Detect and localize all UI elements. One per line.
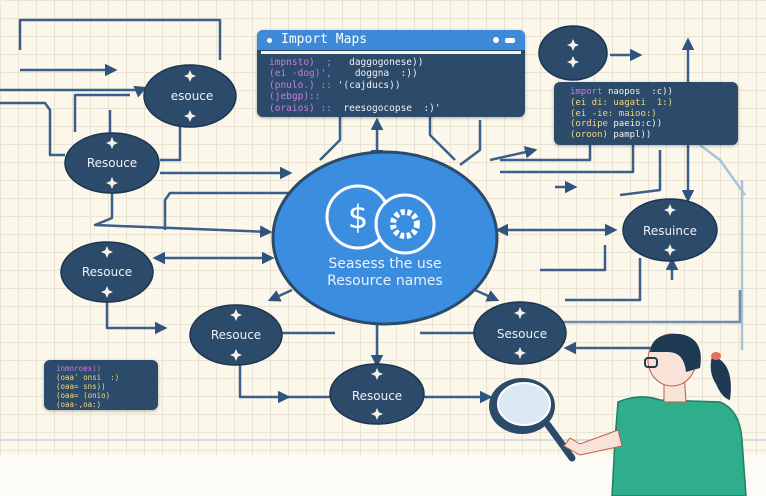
code-line: impnsto) ; daggogonese))	[269, 57, 424, 68]
node-label: Resuince	[643, 224, 697, 238]
connector	[560, 290, 742, 324]
hub-caption-line1: Seasess the use	[328, 256, 442, 272]
resource-node	[622, 198, 718, 262]
code-line: (oaa-,oa:)	[56, 400, 102, 409]
connector	[540, 245, 607, 272]
connector	[428, 115, 456, 161]
node-label: Sesouce	[496, 327, 548, 341]
resource-node	[538, 25, 608, 81]
connector	[0, 101, 65, 157]
dollar-icon: $	[348, 198, 368, 236]
node-label: esouce	[170, 89, 214, 103]
sparkle-icons	[101, 39, 676, 420]
code-line: (oroon) pampl))	[570, 130, 652, 141]
hub-node[interactable]: $	[271, 150, 499, 326]
person-illustration	[563, 333, 747, 496]
window-title: Import Maps	[281, 32, 368, 47]
node-label: Resouce	[210, 328, 262, 342]
resource-node	[60, 241, 154, 303]
code-line: (oaa' onsi :)	[56, 373, 120, 382]
resource-node	[329, 363, 425, 425]
code-line: (oaa= (onio)	[56, 391, 111, 400]
magnifying-glass-icon	[489, 378, 576, 462]
window-titlebar: Import Maps	[257, 30, 525, 50]
node-label: Resouce	[351, 389, 403, 403]
code-box-left: inmnroes)) (oaa' onsi :) (oaa= sns)) (oa…	[44, 360, 158, 410]
hub-caption-line2: Resource names	[327, 273, 443, 289]
connector	[489, 146, 538, 162]
node-label: Resouce	[86, 156, 138, 170]
code-line: (jebgp)::	[269, 91, 321, 103]
code-line: (ei di: uagati 1:)	[570, 97, 673, 108]
connector	[93, 193, 273, 238]
code-line: (ordipe paeio:c))	[570, 119, 663, 130]
connector	[699, 144, 747, 196]
resource-node	[189, 304, 283, 366]
connector	[267, 288, 293, 302]
minimize-icon[interactable]	[505, 38, 515, 43]
node-label: Resouce	[81, 265, 133, 279]
connector	[73, 93, 130, 132]
import-maps-window: Import Maps impnsto) ; daggogonese)) (ei…	[257, 30, 525, 117]
gear-icon	[390, 209, 420, 239]
resource-node	[473, 301, 567, 365]
connector	[319, 115, 342, 161]
connector	[105, 302, 168, 335]
code-line: (ei -ie: maioo:)	[570, 108, 657, 119]
connector	[18, 18, 222, 60]
code-line: inmnroes))	[56, 364, 102, 373]
connector	[565, 258, 642, 302]
code-line: (oraios) :: reesogocopse :)'	[269, 102, 441, 114]
hub-caption: Seasess the use Resource names	[285, 256, 485, 290]
connector	[619, 150, 662, 197]
resource-node	[143, 64, 237, 128]
connector	[0, 85, 148, 98]
resource-node	[64, 132, 160, 194]
code-line: (ei -dog)', doggna :))	[269, 68, 418, 80]
code-line: (pnulo.) :: '(cajducs))	[269, 79, 401, 91]
window-control-icon[interactable]	[493, 37, 499, 43]
connector	[474, 288, 500, 302]
connector	[500, 145, 592, 162]
window-dot-icon	[267, 38, 272, 43]
connector	[238, 365, 291, 404]
code-line: import naopos :c))	[570, 87, 673, 97]
code-line: (oaa= sns))	[56, 382, 106, 391]
connector	[160, 126, 182, 162]
code-box-right: import naopos :c)) (ei di: uagati 1:) (e…	[554, 82, 738, 145]
connector	[500, 145, 635, 174]
connector	[163, 191, 300, 230]
connector	[459, 120, 482, 166]
